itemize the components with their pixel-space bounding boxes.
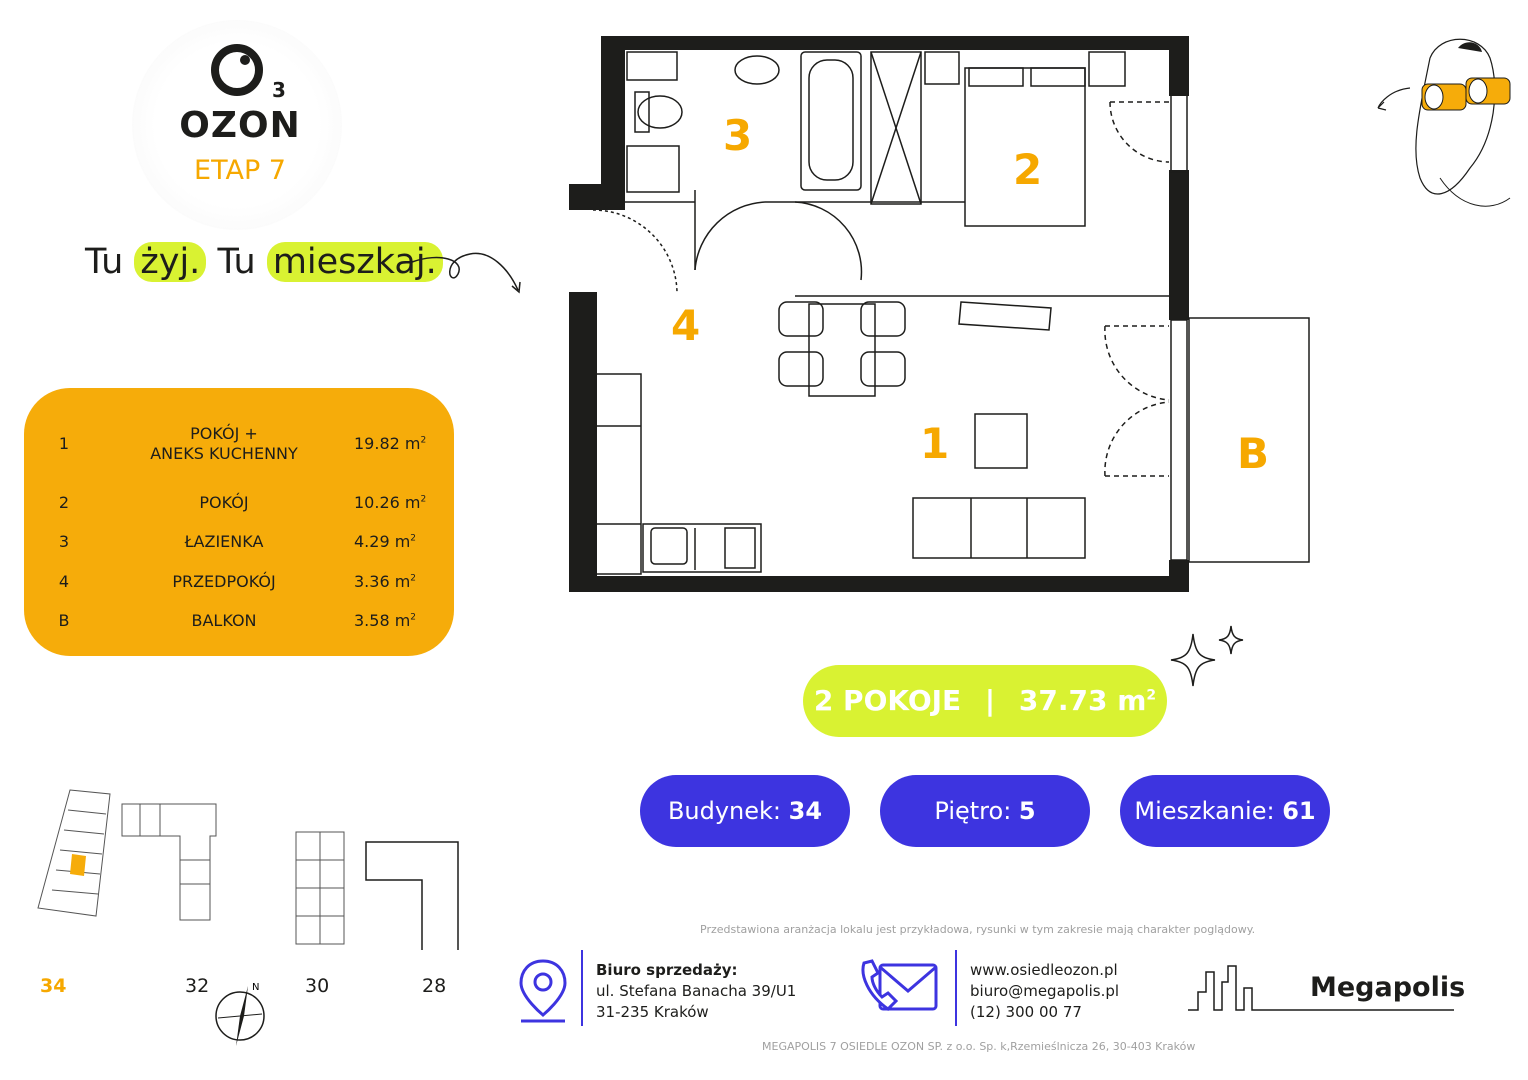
wall-top — [601, 36, 1188, 50]
total-area-badge: 2 POKOJE | 37.73 m2 — [803, 665, 1167, 737]
logo-background — [132, 20, 342, 230]
plan-label-b: B — [1237, 429, 1269, 478]
floor-plan: 1 2 3 4 B — [569, 36, 1310, 592]
floor-badge: Piętro: 5 — [880, 775, 1090, 847]
legal-line: MEGAPOLIS 7 OSIEDLE OZON SP. z o.o. Sp. … — [762, 1040, 1196, 1053]
compass-icon: N — [215, 982, 265, 1046]
building-label-30: 30 — [305, 975, 330, 997]
logo-subscript: 3 — [272, 78, 286, 102]
etap-label: ETAP 7 — [194, 155, 286, 186]
phone-mail-icon — [861, 959, 938, 1011]
wall-left-lower — [569, 292, 597, 592]
wall-left-upper — [601, 36, 625, 186]
selected-apartment-marker — [70, 854, 86, 876]
room-row-2: 2 POKÓJ 10.26 m2 — [58, 493, 427, 512]
plan-label-3: 3 — [723, 111, 752, 160]
building-thumbnails — [37, 789, 459, 950]
room-list: 1 POKÓJ +ANEKS KUCHENNY 19.82 m2 2 POKÓJ… — [24, 388, 454, 656]
ozon-logo-icon — [211, 44, 263, 96]
swirl-arrow-icon — [411, 252, 521, 294]
binoculars-illustration-icon — [1377, 38, 1511, 207]
room-row-3: 3 ŁAZIENKA 4.29 m2 — [58, 532, 417, 551]
building-label-32: 32 — [185, 975, 210, 997]
wall-right-3 — [1169, 560, 1189, 592]
slogan-highlight-1: żyj. — [134, 242, 207, 282]
room-row-b: B BALKON 3.58 m2 — [58, 611, 417, 630]
svg-text:N: N — [252, 982, 259, 993]
apartment-badge: Mieszkanie: 61 — [1120, 775, 1330, 847]
divider — [581, 950, 583, 1026]
disclaimer: Przedstawiona aranżacja lokalu jest przy… — [700, 923, 1256, 936]
sparkle-icon — [1170, 625, 1244, 687]
developer-logo: Megapolis — [1310, 972, 1466, 1003]
divider — [955, 950, 957, 1026]
room-row-1: 1 POKÓJ +ANEKS KUCHENNY 19.82 m2 — [58, 424, 427, 463]
slogan: Tu żyj. Tu mieszkaj. — [85, 242, 443, 282]
building-label-34: 34 — [40, 975, 67, 997]
contact-info: www.osiedleozon.pl biuro@megapolis.pl (1… — [970, 961, 1120, 1021]
wall-right-2 — [1169, 170, 1189, 320]
wall-right-1 — [1169, 36, 1189, 96]
wall-bottom — [569, 576, 1189, 592]
plan-label-2: 2 — [1013, 145, 1042, 194]
sales-office: Biuro sprzedaży: ul. Stefana Banacha 39/… — [596, 961, 797, 1021]
location-pin-icon — [519, 959, 567, 1023]
plan-label-4: 4 — [671, 301, 700, 350]
building-badge: Budynek: 34 — [640, 775, 850, 847]
plan-label-1: 1 — [920, 419, 949, 468]
logo-wordmark: OZON — [179, 105, 301, 146]
room-row-4: 4 PRZEDPOKÓJ 3.36 m2 — [58, 572, 417, 591]
megapolis-skyline-icon — [1188, 965, 1454, 1011]
building-label-28: 28 — [422, 975, 447, 997]
